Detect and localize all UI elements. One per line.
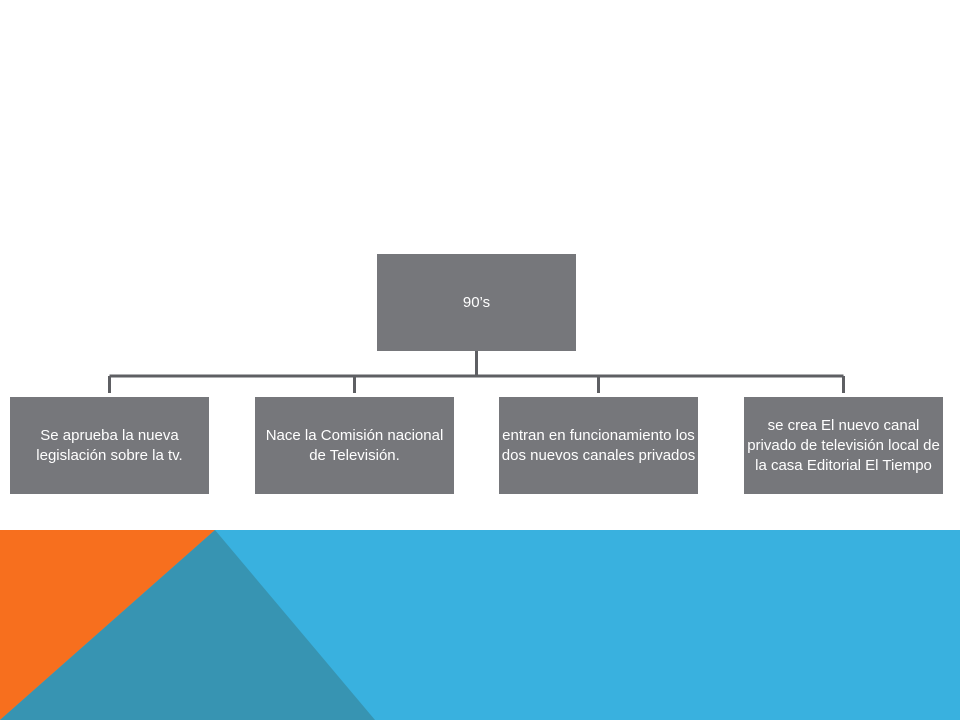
child-node-3: entran en funcionamiento los dos nuevos … [499,397,698,494]
footer-decoration [0,530,960,720]
child-node-2-label: Nace la Comisión nacional de Televisión. [265,426,444,464]
child-node-3-label: entran en funcionamiento los dos nuevos … [501,426,696,464]
footer-teal-triangle [0,530,375,720]
child-node-4-label: se crea El nuevo canal privado de televi… [747,416,940,474]
child-node-1: Se aprueba la nueva legislación sobre la… [10,397,209,494]
child-node-4: se crea El nuevo canal privado de televi… [744,397,943,494]
root-node-label: 90’s [462,293,491,311]
child-node-1-label: Se aprueba la nueva legislación sobre la… [36,426,183,464]
child-node-2: Nace la Comisión nacional de Televisión. [255,397,454,494]
root-node: 90’s [377,254,576,351]
